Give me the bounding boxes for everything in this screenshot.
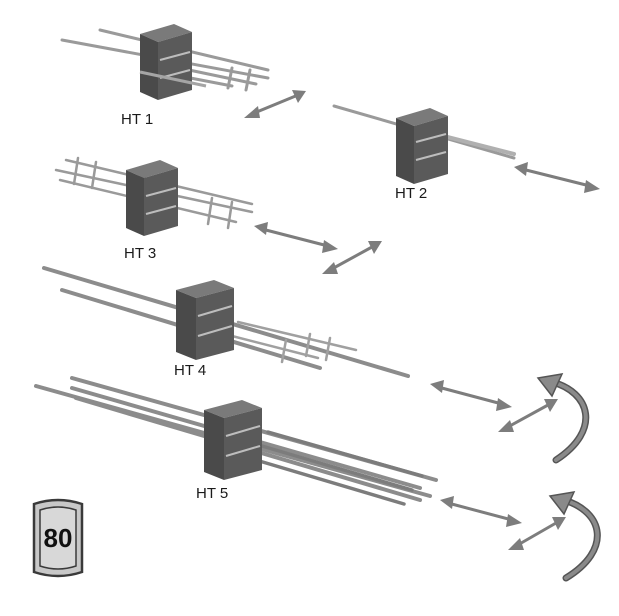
ht4-box (176, 280, 234, 360)
ht3-label: HT 3 (124, 245, 156, 262)
ht3-shift-arrow-2 (322, 241, 382, 274)
ht2-assembly: HT 2 (332, 104, 600, 202)
ht1-label: HT 1 (121, 111, 153, 128)
ht2-box (396, 108, 448, 184)
ht3-box (126, 160, 178, 236)
ht2-label: HT 2 (395, 185, 427, 202)
ht5-shift-arrow (440, 496, 522, 527)
ht4-shift-arrow-2 (498, 399, 558, 432)
page-badge: 80 (32, 498, 84, 578)
page-badge-number: 80 (44, 523, 73, 553)
ht4-assembly: HT 4 (42, 266, 590, 464)
ht4-shift-arrow (430, 380, 512, 411)
ht4-label: HT 4 (174, 362, 206, 379)
ht4-rotate-arrow (536, 373, 590, 464)
ht3-assembly: HT 3 (54, 156, 382, 274)
ht5-assembly: HT 5 (34, 376, 601, 582)
ht1-box (140, 24, 192, 100)
ht2-shift-arrow (514, 162, 600, 193)
ht5-shift-arrow-2 (508, 517, 566, 550)
ht3-shift-arrow (254, 222, 338, 253)
ht5-label: HT 5 (196, 485, 228, 502)
ht5-rotate-arrow (548, 491, 601, 582)
ht1-shift-arrow (244, 90, 306, 118)
ht5-box (204, 400, 262, 480)
ht1-assembly: HT 1 (60, 24, 306, 128)
